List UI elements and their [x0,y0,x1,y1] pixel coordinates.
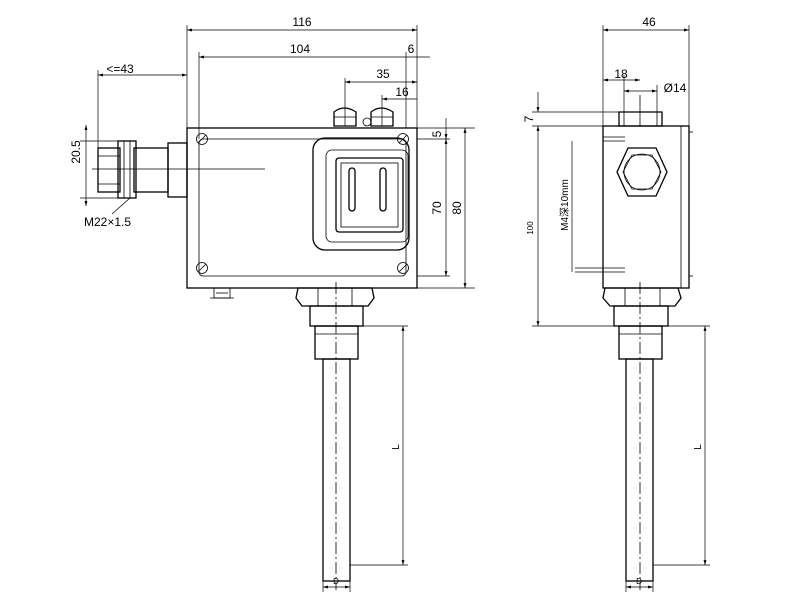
front-stem-diameter: D [333,577,339,586]
dim-cable-height: 20.5 [69,140,83,164]
dim-knob-span: 35 [376,67,390,81]
front-inner-panel [198,138,407,277]
side-cable-nut [616,147,668,197]
dim-top-offset: 5 [430,130,444,137]
side-stem-length: L [693,444,704,450]
side-housing [602,125,690,289]
front-stem [295,282,375,590]
dim-inner-height: 70 [430,201,444,215]
side-dim-knob-diameter: Ø14 [664,81,687,95]
mount-hole-label: M4深10mm [559,179,571,231]
dim-overall-height: 80 [450,201,464,215]
side-dim-nut-width: 18 [614,67,628,81]
corner-screws [196,133,409,274]
front-stem-length: L [391,444,402,450]
side-stem-diameter: D [636,577,642,586]
front-view: 116 104 6 35 16 <=43 20.5 M22×1.5 5 70 8… [69,15,475,592]
front-housing [186,127,418,289]
dim-inner-width: 104 [290,42,310,56]
side-stem [602,282,682,590]
dim-edge: 6 [408,42,415,56]
adjustment-window [312,137,410,251]
cable-gland [92,140,265,199]
dim-overall-width: 116 [292,15,311,29]
dim-cable-length: <=43 [106,62,134,76]
thread-label: M22×1.5 [84,215,131,229]
side-dim-overall-width: 46 [642,15,656,29]
side-view: 46 18 Ø14 7 100 M4深10mm L D [522,15,710,592]
side-knob [618,95,663,127]
side-dim-height: 100 [526,221,535,235]
side-dim-top-offset: 7 [522,115,536,122]
dim-knob-gap: 16 [395,85,409,99]
adjustment-knobs [333,107,394,127]
